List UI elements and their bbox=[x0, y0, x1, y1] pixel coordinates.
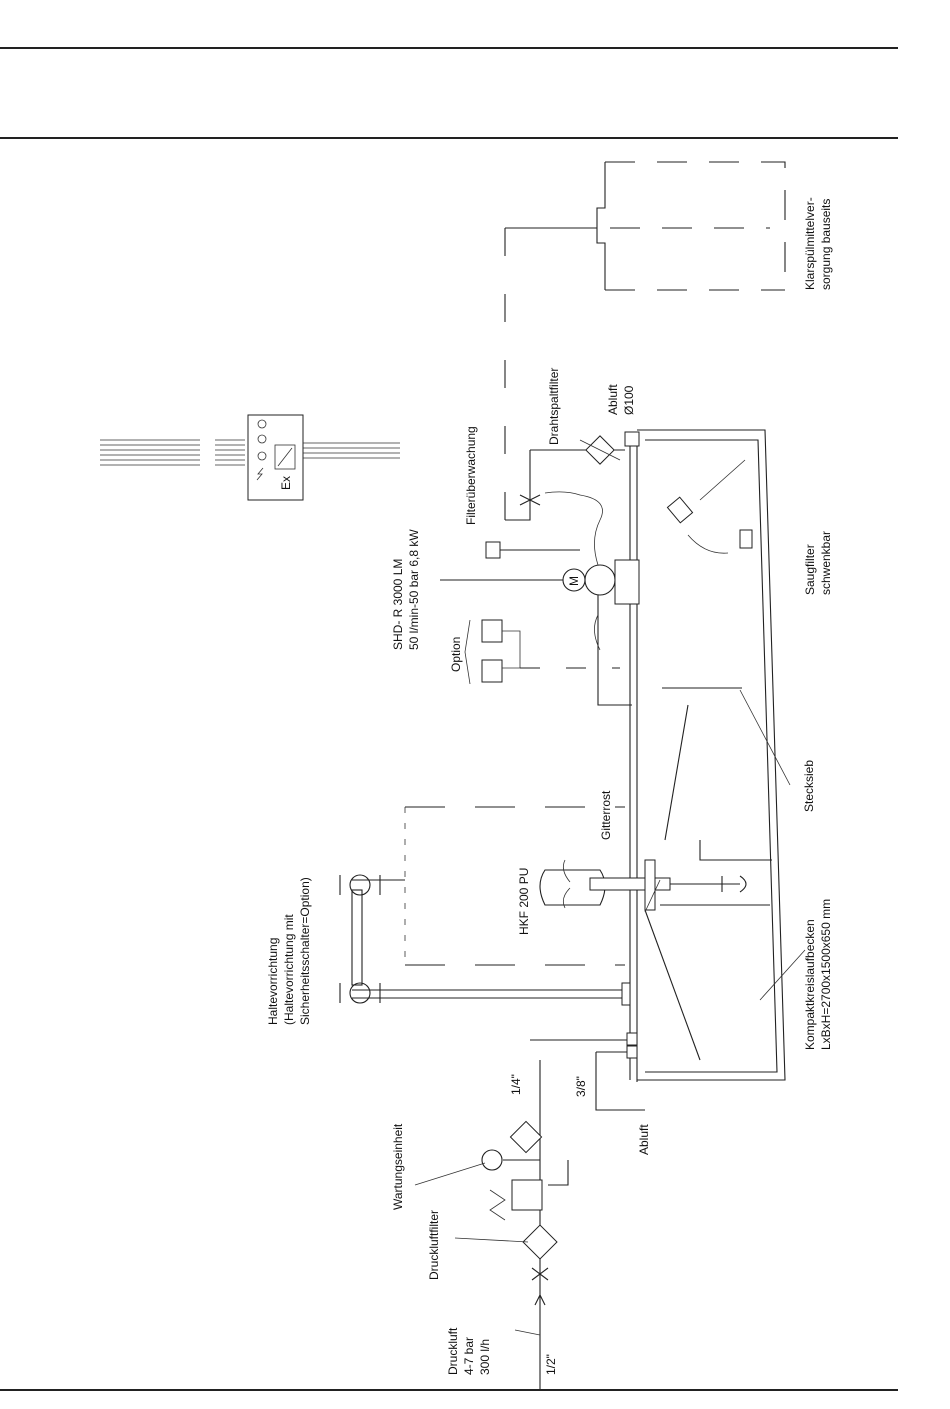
hkf-label: HKF 200 PU bbox=[517, 868, 531, 935]
holding-device-label-1: Haltevorrichtung bbox=[266, 938, 280, 1025]
holding-device bbox=[339, 806, 631, 1006]
half-inch-label: 1/2" bbox=[544, 1354, 558, 1375]
control-box: Ex bbox=[247, 414, 304, 501]
control-cables bbox=[100, 439, 400, 466]
quarter-inch-label: 1/4" bbox=[509, 1074, 523, 1095]
basin bbox=[624, 429, 806, 1082]
three-eighths-label: 3/8" bbox=[574, 1076, 588, 1097]
suction-filter-label-2: schwenkbar bbox=[819, 531, 833, 595]
plug-sieve-label: Stecksieb bbox=[802, 760, 816, 812]
hkf-tool bbox=[539, 859, 747, 913]
grating-label: Gitterrost bbox=[599, 790, 613, 840]
top-rule bbox=[0, 47, 898, 49]
header-rule bbox=[0, 137, 898, 139]
maintenance-unit-label: Wartungseinheit bbox=[391, 1123, 405, 1210]
rinse-supply-label-2: sorgung bauseits bbox=[819, 199, 833, 290]
suction-filter-label-1: Saugfilter bbox=[803, 544, 817, 595]
option-switches bbox=[464, 619, 620, 685]
compressed-air-label-2: 4-7 bar bbox=[462, 1337, 476, 1375]
bottom-rule bbox=[0, 1389, 898, 1391]
exhaust-top-label: Abluft bbox=[606, 384, 620, 415]
pump-model-label: SHD- R 3000 LM bbox=[391, 559, 405, 650]
compressed-air-line bbox=[414, 1032, 645, 1390]
rinse-supply-label-1: Klarspülmittelver- bbox=[803, 197, 817, 290]
basin-label-2: LxBxH=2700x1500x650 mm bbox=[819, 899, 833, 1050]
diameter-label: Ø100 bbox=[622, 385, 636, 415]
filter-line bbox=[485, 435, 625, 559]
motor-label: M bbox=[567, 576, 581, 586]
ex-label: Ex bbox=[279, 476, 293, 490]
filter-monitoring-label: Filterüberwachung bbox=[464, 426, 478, 525]
pump-spec-label: 50 l/min-50 bar 6,8 kW bbox=[407, 529, 421, 650]
holding-device-label-2: (Haltevorrichtung mit bbox=[282, 914, 296, 1025]
wire-filter-label: Drahtspaltfilter bbox=[547, 368, 561, 445]
rinse-agent-tank bbox=[504, 161, 786, 520]
exhaust-bottom-label: Abluft bbox=[637, 1124, 651, 1155]
compressed-air-label-3: 300 l/h bbox=[478, 1339, 492, 1375]
holding-device-label-3: Sicherheitsschalter=Option) bbox=[298, 877, 312, 1025]
pump-assembly: M bbox=[440, 491, 640, 706]
compressed-air-label-1: Druckluft bbox=[446, 1327, 460, 1375]
air-filter-label: Druckluftfilter bbox=[427, 1210, 441, 1280]
basin-label-1: Kompaktkreislaufbecken bbox=[803, 919, 817, 1050]
option-label: Option bbox=[449, 637, 463, 672]
